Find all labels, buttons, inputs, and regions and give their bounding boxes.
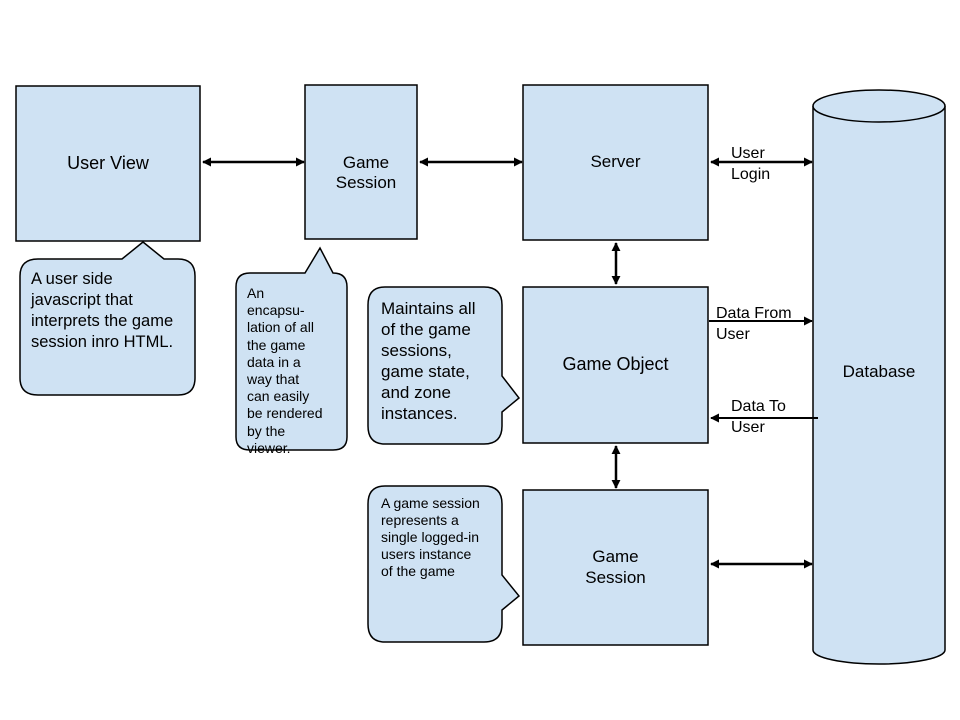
game-session-note: An encapsu- lation of all the game data … [247,285,323,456]
server-box [522,84,709,241]
game-session-top-box [304,84,418,240]
user-view-note: A user side javascript that interprets t… [31,270,174,351]
game-object-box [522,286,709,444]
database-cylinder [812,89,946,665]
game-session-bottom-label: Game Session [585,547,646,587]
game-object-note: Maintains all of the game sessions, game… [381,299,476,423]
callout-game-object [367,286,521,445]
callout-game-session-top [235,246,348,451]
data-to-user-label: Data To User [731,398,786,436]
callout-user-view [19,241,196,396]
user-login-label: User Login [731,145,771,183]
user-view-box [15,85,201,242]
callout-game-session-bottom [367,485,521,643]
server-label: Server [590,152,641,172]
game-session-bottom-box [522,489,709,646]
data-from-user-label: Data From User [716,305,792,343]
game-object-label: Game Object [562,354,669,375]
user-view-label: User View [67,152,149,173]
game-session-top-label: Game Session [335,153,397,193]
game-session-bottom-note: A game session represents a single logge… [381,495,480,579]
database-label: Database [842,362,916,382]
